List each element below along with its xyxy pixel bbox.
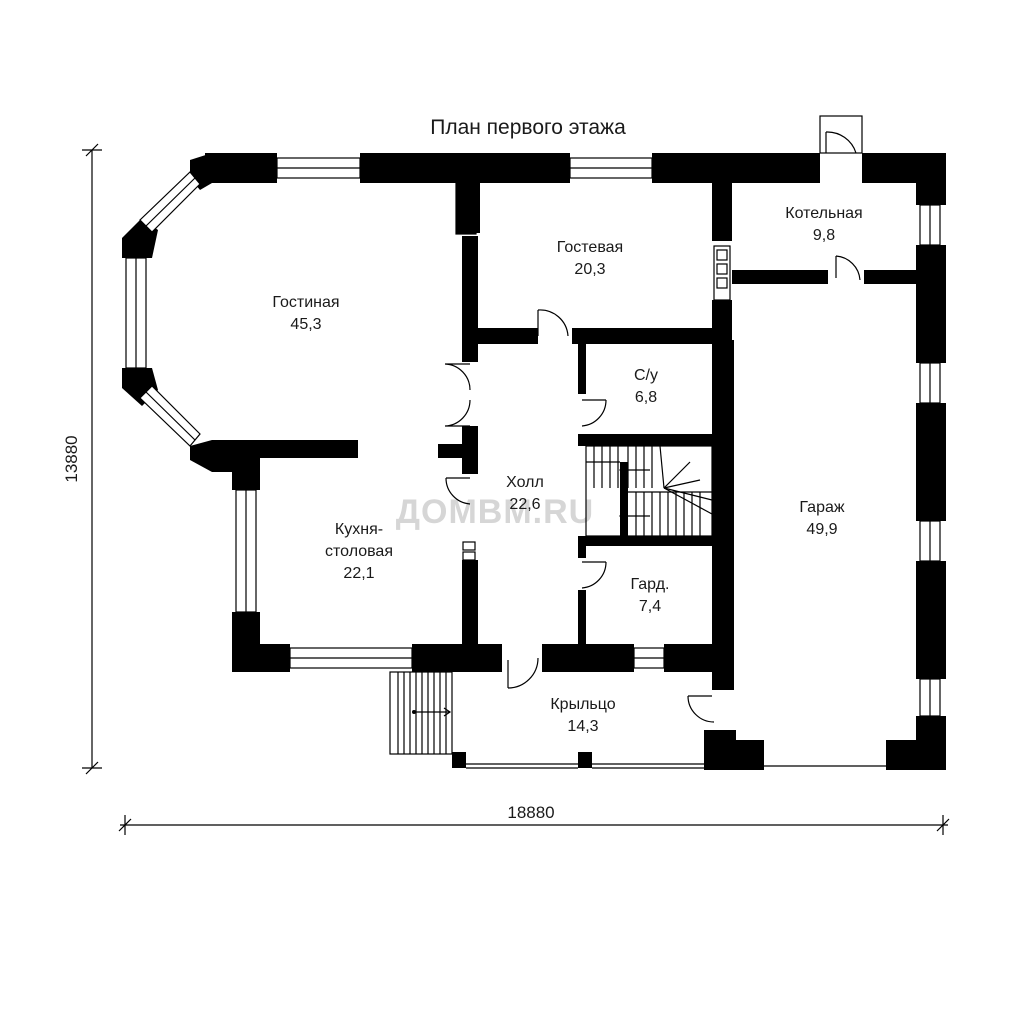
interior-stairs — [585, 445, 713, 537]
plan-title: План первого этажа — [430, 116, 626, 139]
width-dimension-label: 18880 — [507, 803, 554, 822]
width-dimension — [118, 815, 950, 835]
room-name: Гостиная — [272, 294, 339, 311]
doors — [444, 255, 861, 723]
room-kitchen: Кухня- столовая 22,1 — [325, 521, 393, 582]
height-dimension — [82, 143, 102, 775]
room-boiler: Котельная 9,8 — [785, 205, 862, 244]
room-guest: Гостевая 20,3 — [557, 239, 623, 278]
watermark: ДОМВМ.RU — [396, 493, 594, 531]
room-area: 22,1 — [343, 565, 374, 582]
room-name: С/у — [634, 367, 658, 384]
interior-walls — [438, 179, 918, 690]
fixtures — [457, 187, 731, 561]
room-name: Кухня- — [335, 521, 383, 538]
windows — [125, 157, 941, 769]
room-area: 7,4 — [639, 598, 661, 615]
porch-steps — [389, 671, 453, 755]
room-name: Гараж — [799, 499, 844, 516]
room-name: Гард. — [631, 576, 670, 593]
room-area: 6,8 — [635, 389, 657, 406]
room-name-line2: столовая — [325, 543, 393, 560]
room-hall: Холл 22,6 — [506, 474, 544, 513]
room-area: 20,3 — [574, 261, 605, 278]
room-wc: С/у 6,8 — [634, 367, 658, 406]
room-wardrobe: Гард. 7,4 — [631, 576, 670, 615]
room-area: 14,3 — [567, 718, 598, 735]
room-name: Гостевая — [557, 239, 623, 256]
room-living: Гостиная 45,3 — [272, 294, 339, 333]
room-area: 22,6 — [509, 496, 540, 513]
room-porch: Крыльцо 14,3 — [550, 696, 615, 735]
room-area: 9,8 — [813, 227, 835, 244]
room-garage: Гараж 49,9 — [799, 499, 844, 538]
height-dimension-label: 13880 — [62, 435, 81, 482]
room-name: Крыльцо — [550, 696, 615, 713]
room-area: 45,3 — [290, 316, 321, 333]
boiler-entrance — [819, 115, 863, 154]
exterior-walls — [122, 153, 946, 770]
room-name: Котельная — [785, 205, 862, 222]
room-area: 49,9 — [806, 521, 837, 538]
room-name: Холл — [506, 474, 544, 491]
